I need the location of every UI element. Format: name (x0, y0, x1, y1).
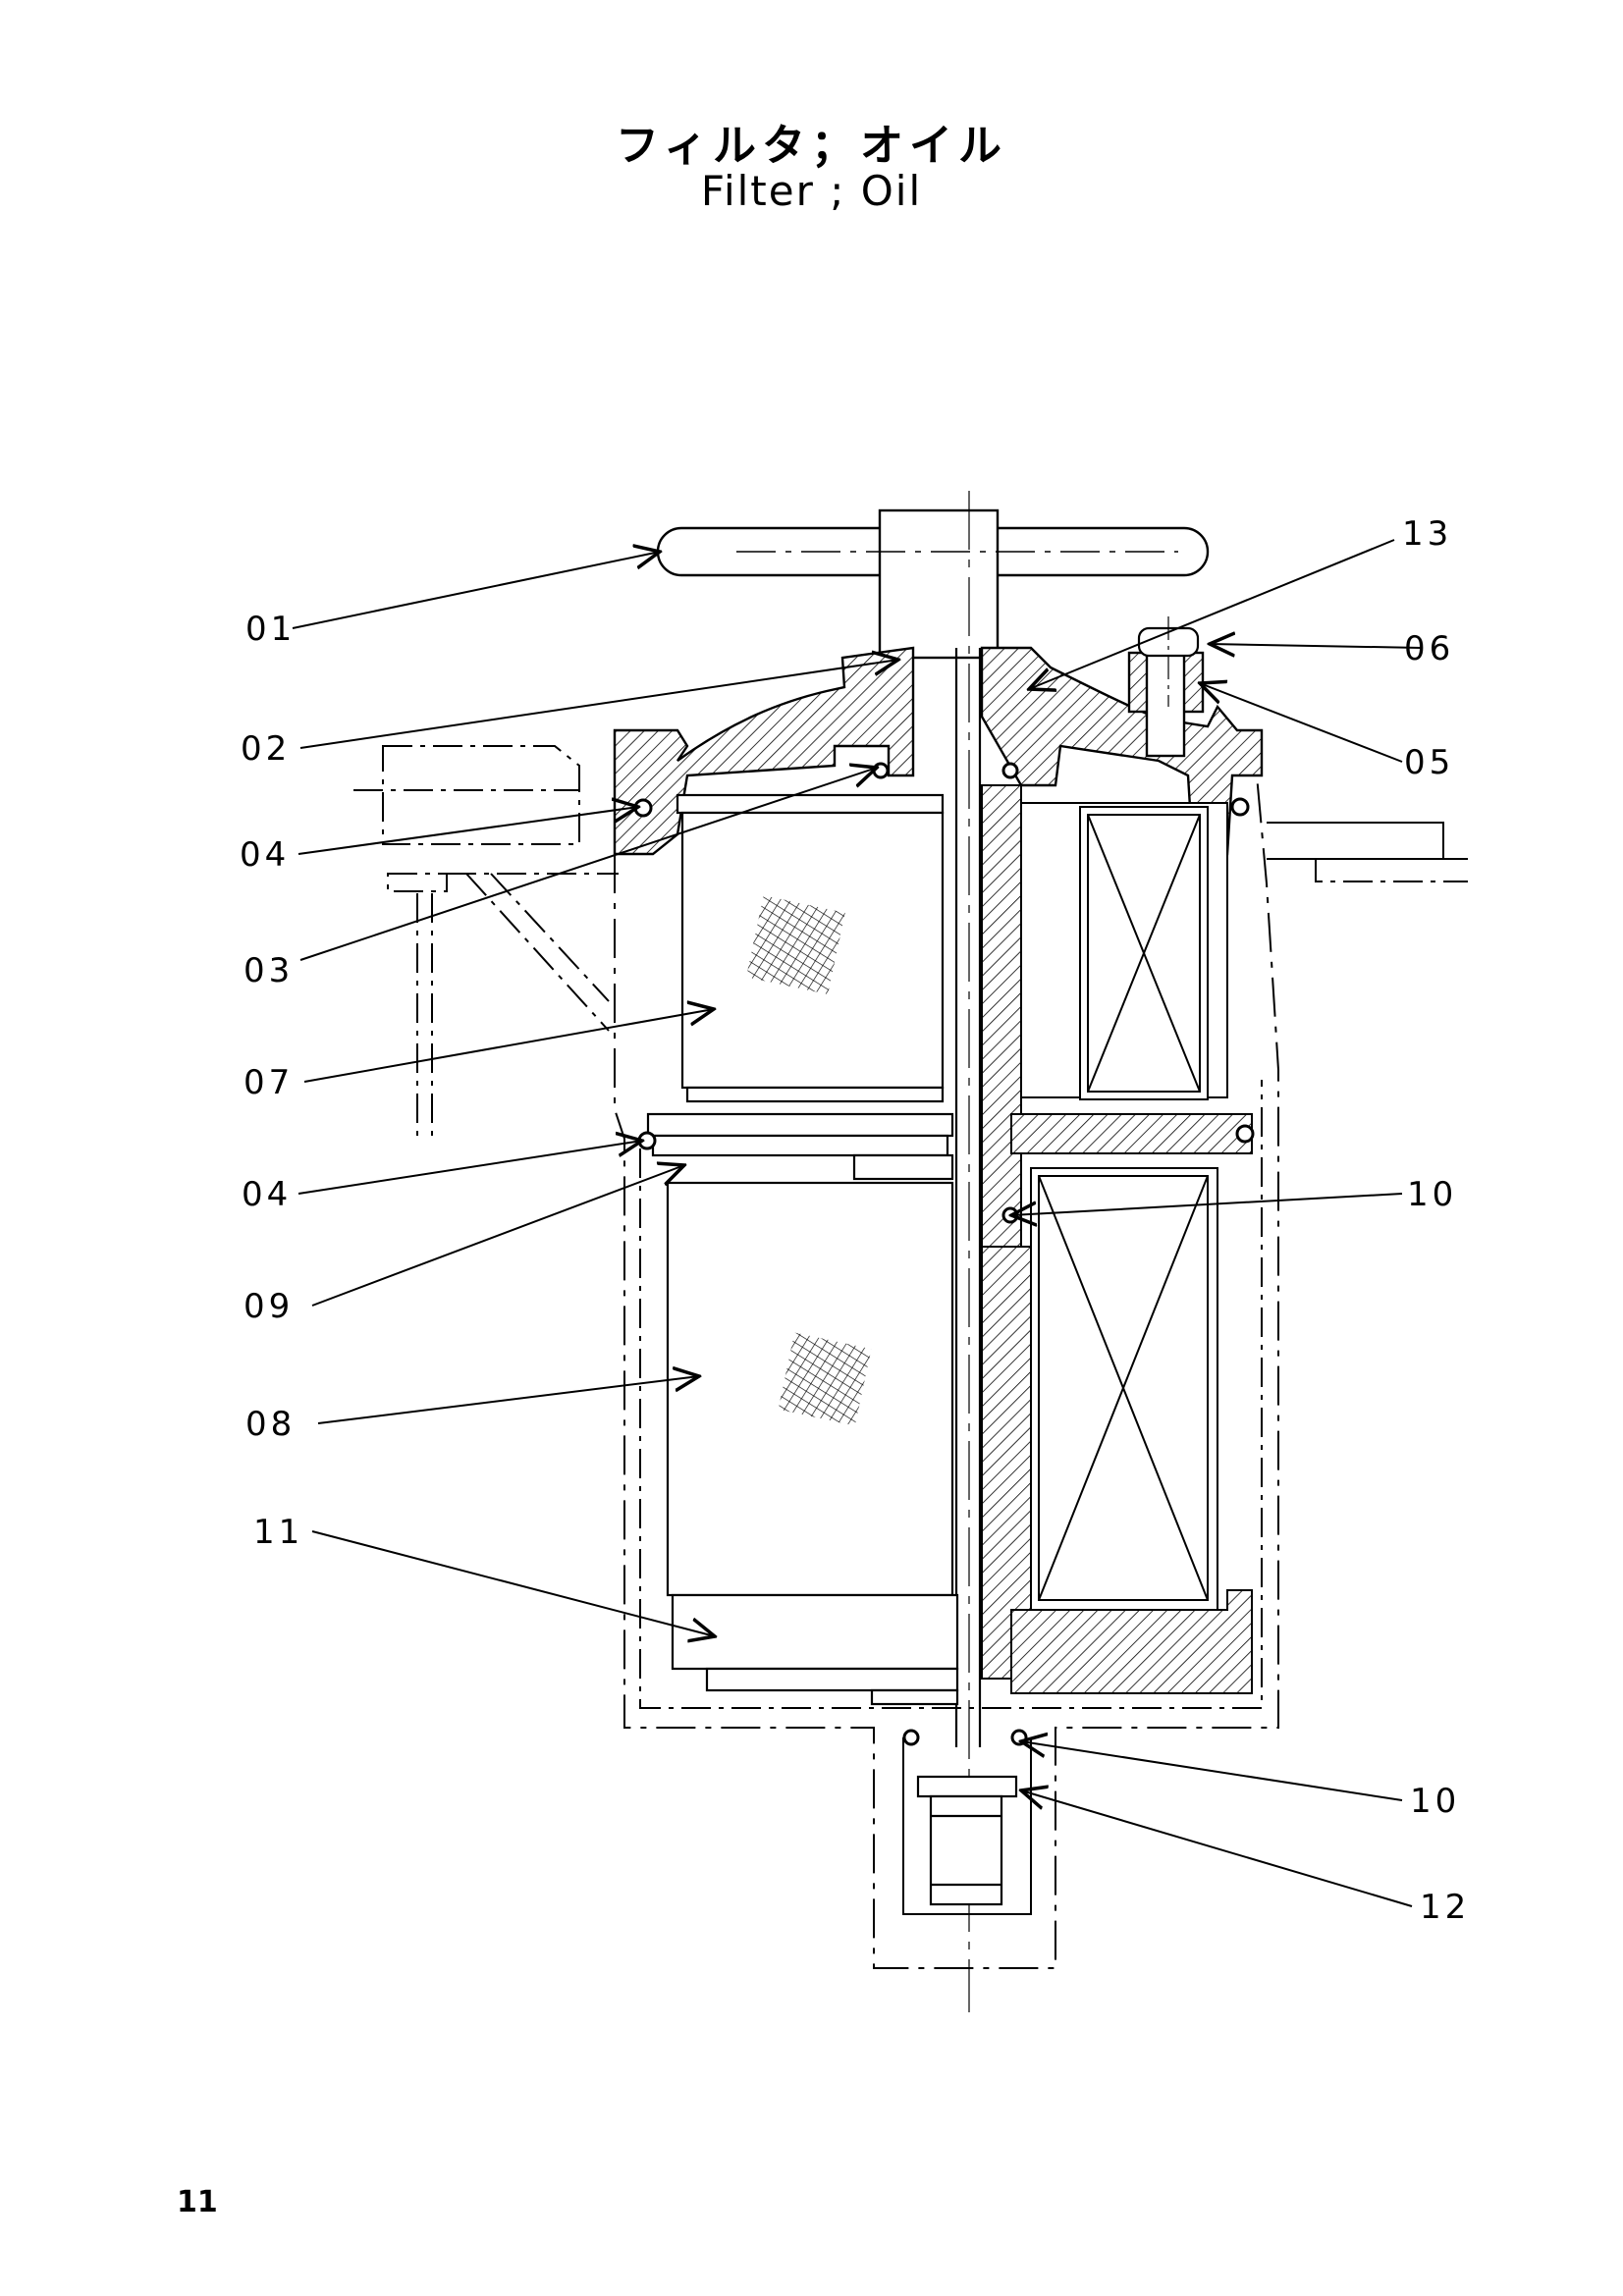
upper-cartridge (981, 784, 1253, 1248)
title-english: Filter ; Oil (700, 167, 923, 215)
callout-03: 03 (243, 951, 294, 990)
drain-bolt (916, 1775, 1018, 1906)
callout-10-upper: 10 (1407, 1175, 1457, 1214)
callout-10-lower: 10 (1410, 1782, 1460, 1821)
title-japanese: フィルタ；オイル (615, 121, 1008, 171)
callout-labels: 01 02 04 03 07 04 09 08 11 13 06 05 10 1… (240, 514, 1470, 1927)
right-plate (1267, 822, 1468, 882)
callout-06: 06 (1404, 629, 1454, 668)
plug-screw (1137, 616, 1200, 707)
upper-filter-element (676, 793, 945, 1103)
callout-08: 08 (245, 1405, 296, 1444)
callout-09: 09 (243, 1287, 294, 1326)
callout-12: 12 (1420, 1888, 1470, 1927)
lower-filter-element (666, 1181, 954, 1597)
center-shaft (954, 491, 982, 2012)
separator-plate (646, 1112, 954, 1181)
callout-11: 11 (253, 1513, 303, 1552)
t-handle (656, 508, 1210, 660)
callout-04-upper: 04 (240, 835, 290, 875)
bottom-cap (671, 1593, 959, 1706)
callout-01: 01 (245, 610, 296, 649)
leader-lines (292, 539, 1423, 1907)
callout-04-lower: 04 (242, 1175, 292, 1214)
page-number: 11 (177, 2185, 218, 2219)
lower-cartridge (981, 1167, 1253, 1694)
callout-07: 07 (243, 1063, 294, 1102)
mounting-bracket (353, 745, 619, 1139)
callout-13: 13 (1402, 514, 1452, 554)
callout-02: 02 (241, 729, 291, 769)
callout-05: 05 (1404, 743, 1454, 782)
